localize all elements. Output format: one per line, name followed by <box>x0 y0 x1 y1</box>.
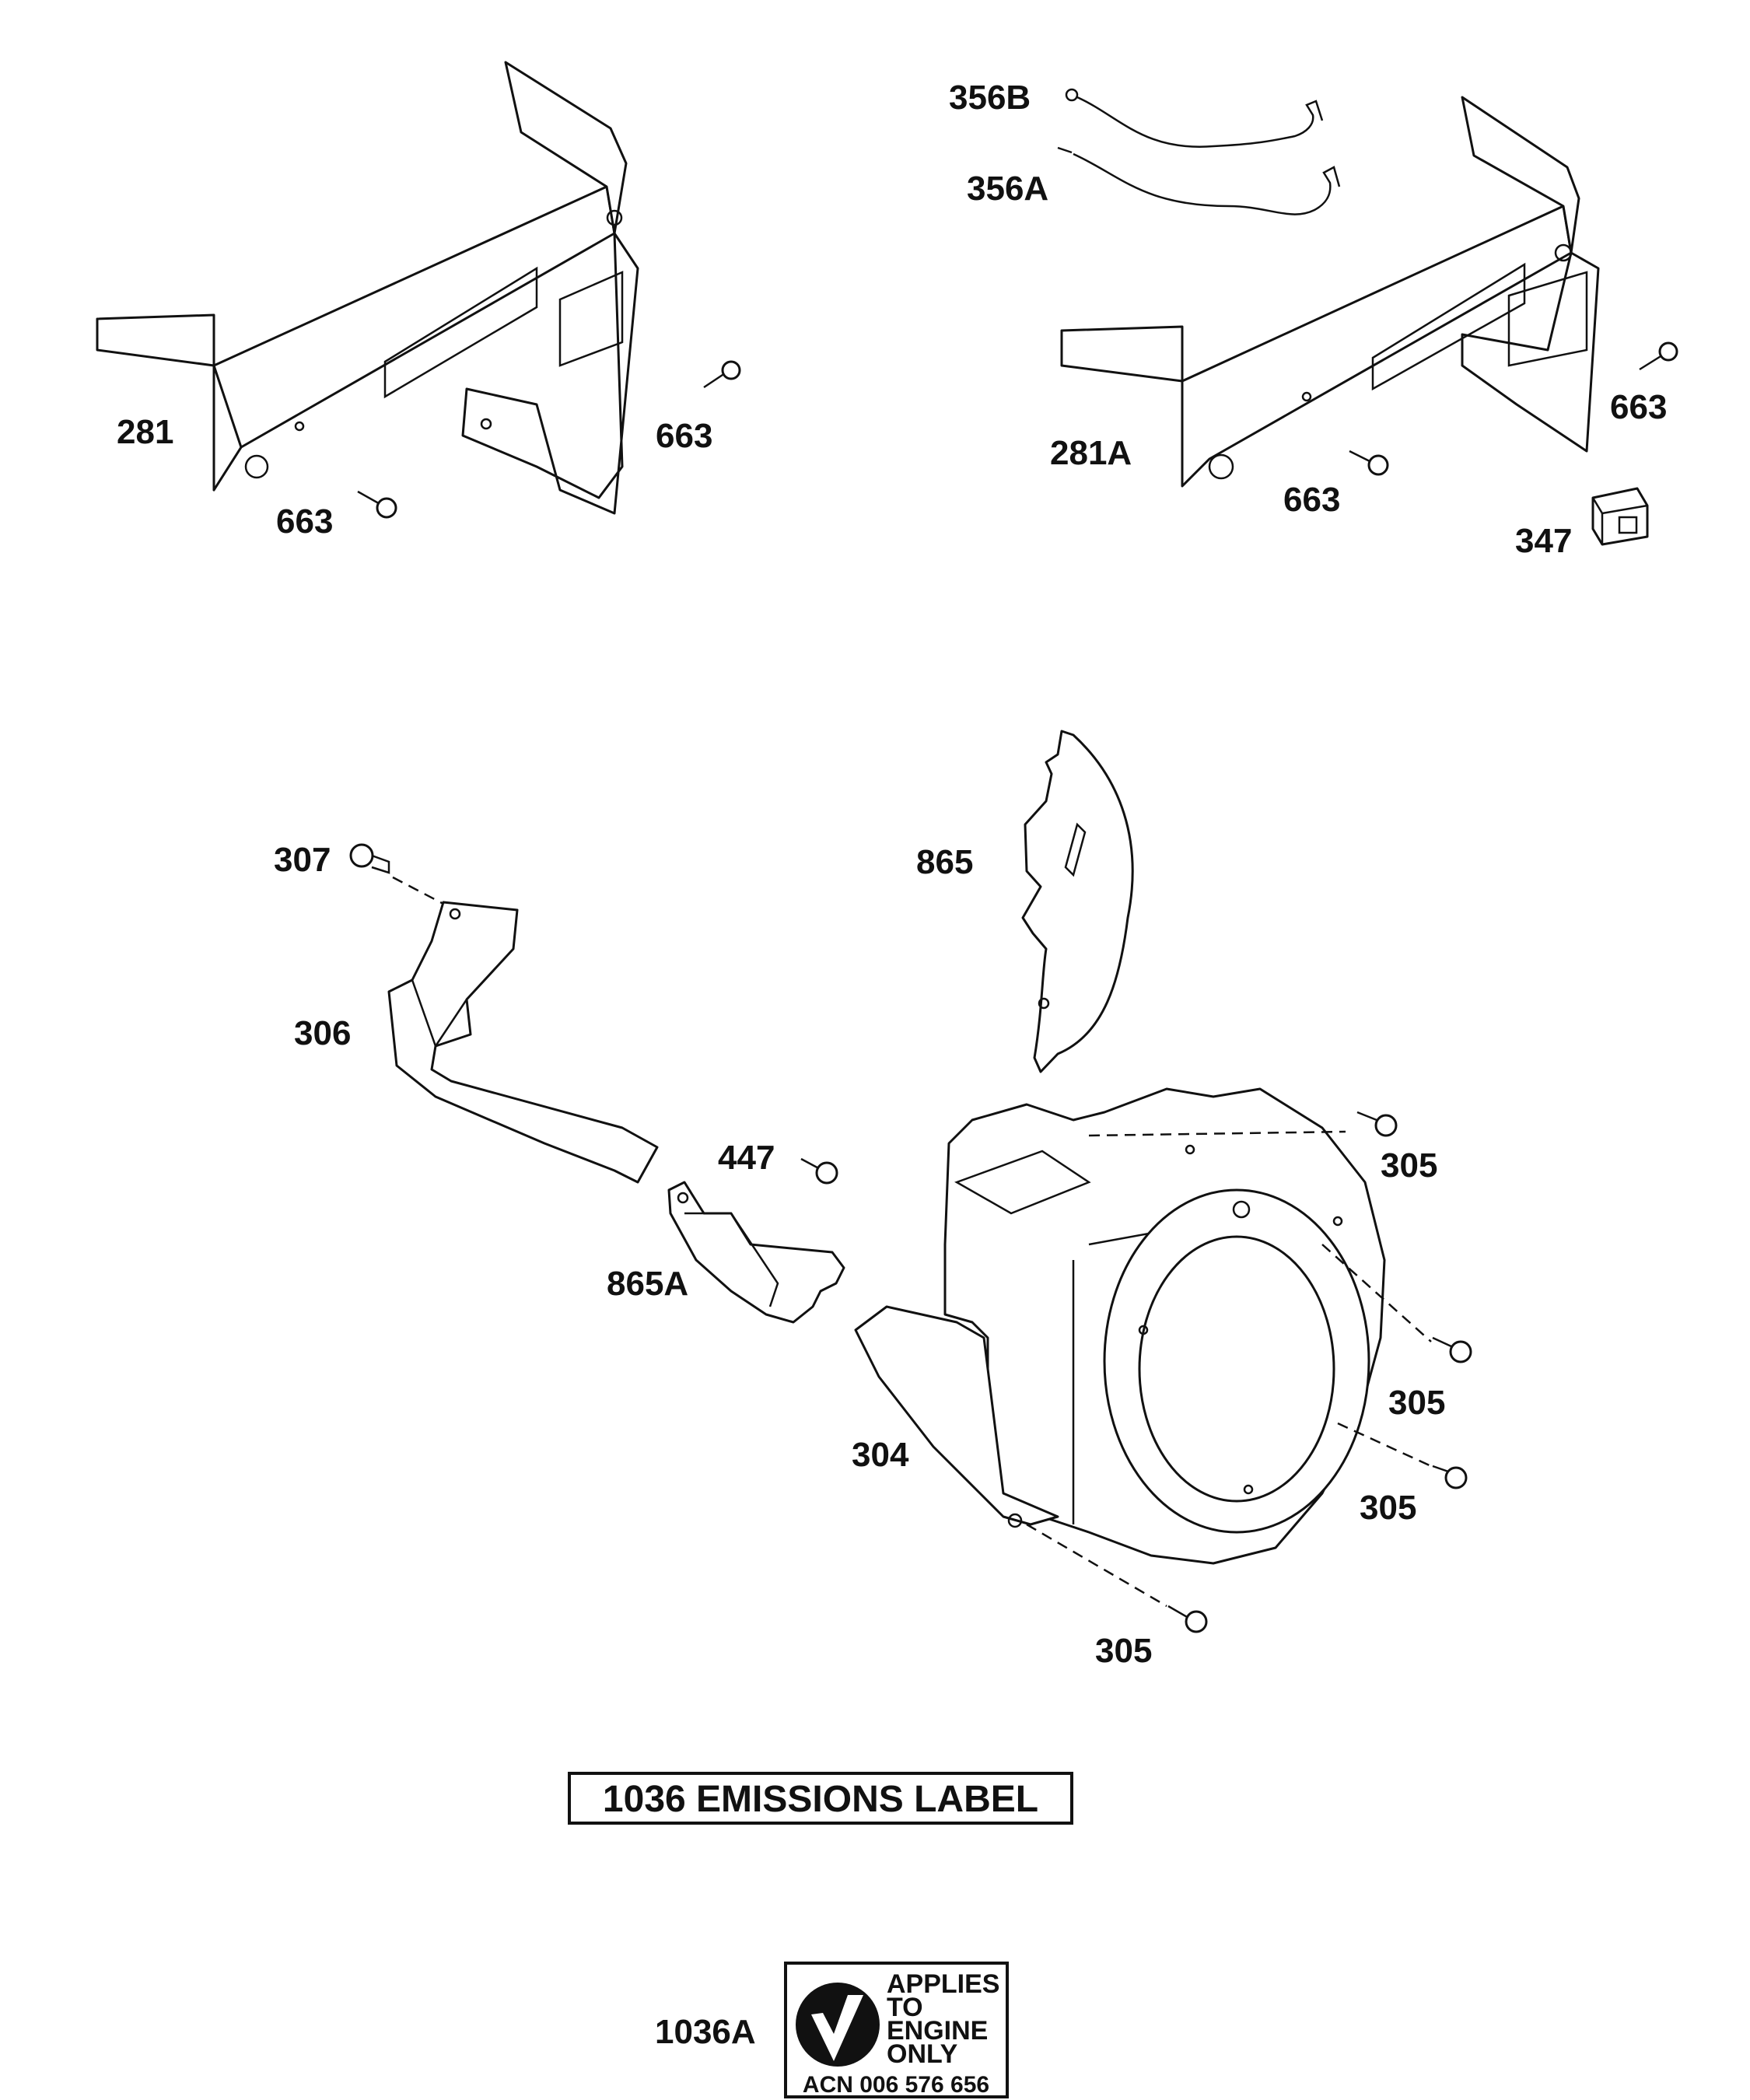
decal-line-to: TO <box>887 1993 923 2022</box>
c-tick-logo <box>796 1983 880 2067</box>
decal-line-only: ONLY <box>887 2039 958 2069</box>
part-307-screw <box>349 843 444 905</box>
callout-663-a: 663 <box>656 417 712 455</box>
leader-305-d <box>1026 1523 1167 1608</box>
part-306-air-guide <box>387 901 659 1184</box>
part-447-screw <box>800 1157 838 1185</box>
emissions-label-text: 1036 EMISSIONS LABEL <box>603 1779 1038 1820</box>
part-305-screw-b <box>1432 1336 1472 1363</box>
emissions-decal: APPLIES TO ENGINE ONLY ACN 006 576 656 <box>784 1962 1009 2098</box>
callout-304: 304 <box>852 1436 909 1474</box>
leader-305-a <box>1088 1130 1346 1137</box>
part-865A-deflector <box>667 1181 845 1324</box>
callout-347: 347 <box>1515 522 1572 560</box>
callout-307: 307 <box>274 841 331 879</box>
callout-663-d: 663 <box>1283 481 1340 519</box>
part-305-screw-c <box>1432 1465 1468 1489</box>
callout-1036A: 1036A <box>655 2013 756 2051</box>
callout-281A: 281A <box>1050 434 1132 472</box>
part-305-screw-d <box>1167 1605 1208 1633</box>
callout-865A: 865A <box>607 1265 688 1303</box>
part-356A-wire <box>1057 146 1341 215</box>
callout-663-c: 663 <box>1610 388 1667 426</box>
callout-663-b: 663 <box>276 502 333 541</box>
callout-305-b: 305 <box>1388 1384 1445 1422</box>
part-305-screw-a <box>1356 1111 1398 1137</box>
callout-356A: 356A <box>967 170 1048 208</box>
callout-356B: 356B <box>949 79 1031 117</box>
callout-305-a: 305 <box>1381 1146 1437 1185</box>
part-347-switch <box>1591 487 1649 546</box>
part-356B-wire <box>1065 88 1324 148</box>
decal-acn: ACN 006 576 656 <box>803 2072 989 2098</box>
callout-865: 865 <box>916 843 973 881</box>
callout-305-d: 305 <box>1095 1632 1152 1670</box>
part-663-screw-c <box>1639 341 1678 371</box>
callout-305-c: 305 <box>1360 1489 1416 1527</box>
part-865-baffle <box>1021 730 1134 1073</box>
decal-line-engine: ENGINE <box>887 2016 988 2046</box>
callout-281: 281 <box>117 413 173 451</box>
part-304-blower-housing <box>854 1087 1386 1565</box>
part-663-screw-b <box>357 490 397 519</box>
part-663-screw-d <box>1349 450 1389 476</box>
leader-305-b <box>1321 1244 1432 1342</box>
emissions-label-box: 1036 EMISSIONS LABEL <box>568 1772 1073 1825</box>
part-663-screw-a <box>703 360 741 389</box>
callout-447: 447 <box>718 1139 775 1177</box>
part-281-bracket <box>96 61 639 515</box>
callout-306: 306 <box>294 1014 351 1052</box>
part-281A-bracket <box>1060 96 1600 488</box>
decal-line-applies: APPLIES <box>887 1969 999 1999</box>
